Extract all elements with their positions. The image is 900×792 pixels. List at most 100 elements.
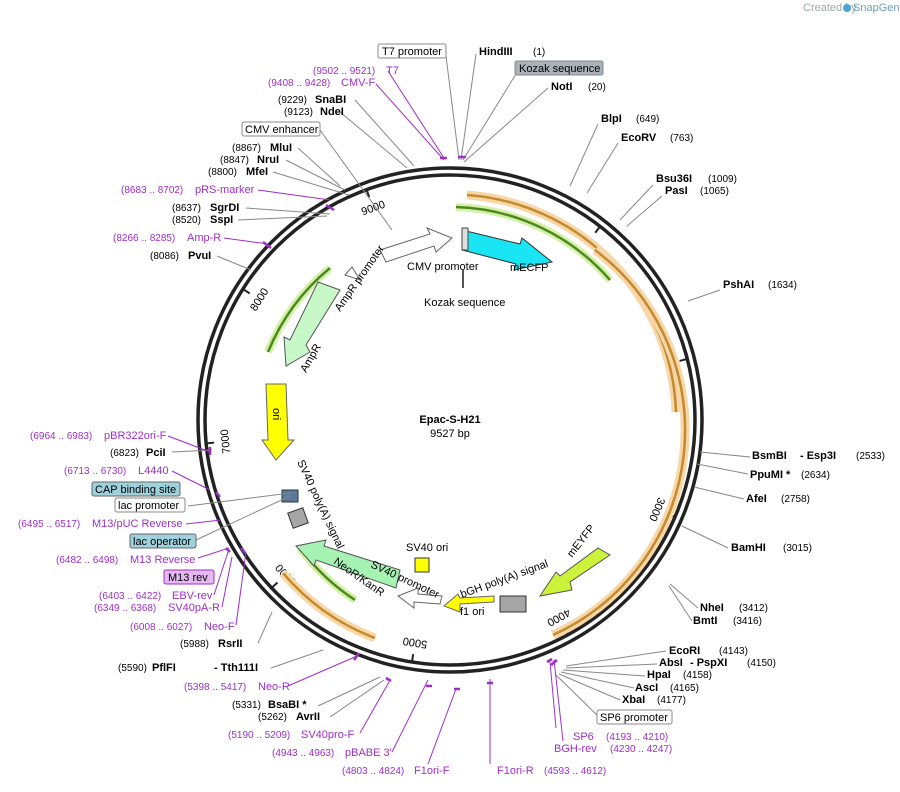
tick-mark <box>270 581 279 589</box>
tick-mark <box>242 288 251 295</box>
sv40-polya-block <box>287 507 309 529</box>
backbone-inner <box>203 173 697 667</box>
svg-text:(8847): (8847) <box>220 155 249 166</box>
site-pasi: PasI <box>665 185 688 197</box>
site-ppumi: PpuMI * <box>750 469 791 481</box>
site-rsrii: RsrII <box>218 638 242 650</box>
cds-arc-lower <box>282 572 376 640</box>
primer-marks <box>208 155 558 691</box>
primer-sp6: SP6 <box>573 731 594 743</box>
svg-text:(4177): (4177) <box>657 695 686 706</box>
label-cmv-promoter: CMV promoter <box>407 261 479 273</box>
svg-text:(763): (763) <box>670 133 693 144</box>
primer-lines <box>167 70 564 765</box>
t7-promoter-box <box>377 43 447 59</box>
label-sv40-polya: SV40 poly(A) signal <box>294 458 346 551</box>
primer-sv40pa-r: SV40pA-R <box>168 602 220 614</box>
svg-text:(8683 .. 8702): (8683 .. 8702) <box>121 185 183 196</box>
svg-text:(6403 .. 6422): (6403 .. 6422) <box>99 591 161 602</box>
svg-text:(1009): (1009) <box>708 174 737 185</box>
neokanr-arrow <box>295 539 401 589</box>
primer-bgh-rev: BGH-rev <box>554 743 597 755</box>
label-sp6-promoter: SP6 promoter <box>600 712 668 724</box>
svg-text:(8520): (8520) <box>172 215 201 226</box>
label-mecfp: mECFP <box>510 262 549 274</box>
site-noti-pos: (20) <box>588 82 606 93</box>
cds-arc-right <box>552 249 687 637</box>
ecfp-arc <box>455 205 611 281</box>
svg-text:- PspXI: - PspXI <box>690 657 727 669</box>
svg-text:(4803 .. 4824): (4803 .. 4824) <box>342 766 404 777</box>
site-mfei: MfeI <box>246 166 268 178</box>
tick-mark <box>410 653 415 663</box>
svg-text:(4593 .. 4612): (4593 .. 4612) <box>544 766 606 777</box>
ampr-arc <box>266 267 331 353</box>
svg-text:(4150): (4150) <box>747 658 776 669</box>
site-ecori: EcoRI <box>669 645 700 657</box>
cmv-promoter-arrow <box>379 227 453 263</box>
site-afei: AfeI <box>746 493 767 505</box>
primer-prs-marker: pRS-marker <box>195 184 255 196</box>
label-cap-site: CAP binding site <box>95 484 176 496</box>
label-t7-promoter: T7 promoter <box>382 46 442 58</box>
right-sites: BlpI (649) EcoRV (763) Bsu36I (1009) Pas… <box>601 113 885 706</box>
svg-text:(9123): (9123) <box>284 107 313 118</box>
plasmid-length: 9527 bp <box>430 428 470 440</box>
svg-text:(3412): (3412) <box>739 603 768 614</box>
site-nhei: NheI <box>700 602 724 614</box>
tick-label: 7000 <box>219 429 233 455</box>
kozak-block <box>461 227 469 251</box>
site-ndei: NdeI <box>320 106 344 118</box>
primer-f1ori-f: F1ori-F <box>414 765 450 777</box>
m13-rev-box <box>163 569 215 585</box>
site-hindiii: HindIII <box>479 46 513 58</box>
site-noti: NotI <box>551 81 572 93</box>
site-ecorv: EcoRV <box>621 132 657 144</box>
ori-arrow <box>261 383 296 461</box>
svg-text:(8867): (8867) <box>232 143 261 154</box>
svg-text:(5331): (5331) <box>232 700 261 711</box>
svg-text:(8086): (8086) <box>150 251 179 262</box>
svg-text:(4943 .. 4963): (4943 .. 4963) <box>272 748 334 759</box>
label-kozak-top: Kozak sequence <box>519 63 600 75</box>
svg-text:(5398 .. 5417): (5398 .. 5417) <box>184 682 246 693</box>
tick-mark <box>365 189 371 198</box>
tick-label: 9000 <box>360 199 387 219</box>
svg-text:(6713 .. 6730): (6713 .. 6730) <box>64 466 126 477</box>
meyfp-arrow <box>538 547 611 597</box>
tick-mark <box>594 225 601 234</box>
site-bamhi: BamHI <box>731 542 766 554</box>
label-lac-operator: lac operator <box>133 536 191 548</box>
svg-text:(4193 .. 4210): (4193 .. 4210) <box>606 732 668 743</box>
label-cmv-enhancer: CMV enhancer <box>245 124 319 136</box>
primer-labels: (9502 .. 9521) T7 (9408 .. 9428) CMV-F (… <box>18 65 672 777</box>
bgh-polya-block <box>499 595 527 613</box>
ampr-promoter-arrow <box>344 266 362 281</box>
site-bsu36i: Bsu36I <box>656 173 692 185</box>
site-bsmbi: BsmBI <box>752 450 787 462</box>
svg-text:- Tth111I: - Tth111I <box>214 662 258 674</box>
svg-text:(8637): (8637) <box>172 203 201 214</box>
site-asci: AscI <box>635 682 658 694</box>
primer-ebv-rev: EBV-rev <box>172 590 213 602</box>
svg-text:(9502 .. 9521): (9502 .. 9521) <box>313 66 375 77</box>
tick-mark <box>206 441 215 445</box>
primer-l4440: L4440 <box>138 465 169 477</box>
svg-text:(9408 .. 9428): (9408 .. 9428) <box>268 78 330 89</box>
site-nrui: NruI <box>257 154 279 166</box>
primer-cmv-f: CMV-F <box>341 77 376 89</box>
site-avrii: AvrII <box>296 711 320 723</box>
primer-m13-puc-reverse: M13/pUC Reverse <box>92 518 182 530</box>
site-hpai: HpaI <box>647 669 671 681</box>
svg-text:(5190 .. 5209): (5190 .. 5209) <box>228 730 290 741</box>
cmv-enhancer-box <box>241 121 321 137</box>
svg-text:(4165): (4165) <box>670 683 699 694</box>
sp6-promoter-box <box>596 709 673 725</box>
tick-label: 5000 <box>402 634 428 650</box>
svg-text:(6482 .. 6498): (6482 .. 6498) <box>56 555 118 566</box>
primer-f1ori-r: F1ori-R <box>497 765 534 777</box>
site-pflfi: PflFI <box>152 662 176 674</box>
label-bgh-polya: bGH poly(A) signal <box>459 558 550 601</box>
label-sv40-ori: SV40 ori <box>406 542 448 554</box>
